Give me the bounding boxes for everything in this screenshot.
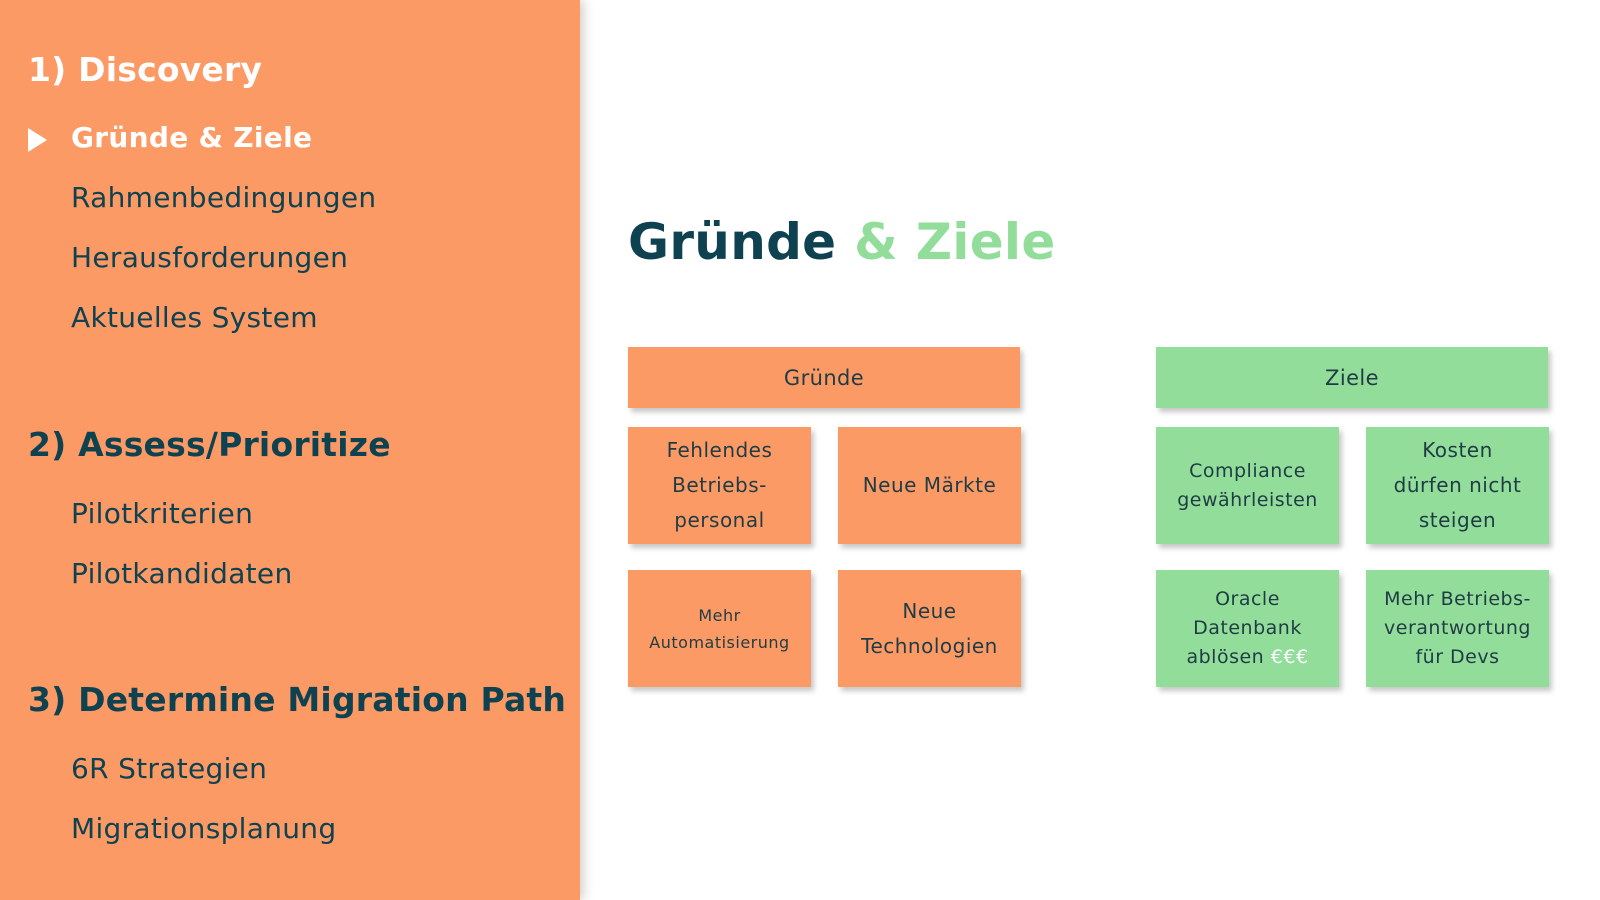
sidebar: 1) Discovery Gründe & Ziele Rahmenbeding… <box>0 0 580 900</box>
nav-item-gruende-ziele[interactable]: Gründe & Ziele <box>71 121 313 154</box>
page-title-part2: & Ziele <box>836 213 1056 271</box>
gruende-header: Gründe <box>628 347 1020 408</box>
nav-item-rahmenbedingungen[interactable]: Rahmenbedingungen <box>71 181 377 214</box>
nav-item-migrationsplanung[interactable]: Migrationsplanung <box>71 812 337 845</box>
gruende-card-neue-maerkte: Neue Märkte <box>838 427 1021 544</box>
ziele-card-oracle-text: Oracle Datenbank ablösen <box>1186 588 1302 668</box>
page-title: Gründe & Ziele <box>628 213 1056 271</box>
ziele-header: Ziele <box>1156 347 1548 408</box>
ziele-card-kosten: Kosten dürfen nicht steigen <box>1366 427 1549 544</box>
ziele-card-betriebsverantwortung: Mehr Betriebs- verantwortung für Devs <box>1366 570 1549 687</box>
gruende-card-neue-technologien: Neue Technologien <box>838 570 1021 687</box>
gruende-card-automatisierung: Mehr Automatisierung <box>628 570 811 687</box>
nav-item-aktuelles-system[interactable]: Aktuelles System <box>71 301 318 334</box>
section-title-discovery[interactable]: 1) Discovery <box>28 50 263 89</box>
nav-item-pilotkandidaten[interactable]: Pilotkandidaten <box>71 557 293 590</box>
section-title-migration-path[interactable]: 3) Determine Migration Path <box>28 680 567 719</box>
nav-item-herausforderungen[interactable]: Herausforderungen <box>71 241 349 274</box>
play-icon <box>28 128 47 152</box>
ziele-card-compliance: Compliance gewährleisten <box>1156 427 1339 544</box>
nav-item-pilotkriterien[interactable]: Pilotkriterien <box>71 497 254 530</box>
euro-badge: €€€ <box>1270 646 1309 668</box>
gruende-card-betriebspersonal: Fehlendes Betriebs- personal <box>628 427 811 544</box>
ziele-card-oracle: Oracle Datenbank ablösen €€€ <box>1156 570 1339 687</box>
page-title-part1: Gründe <box>628 213 837 271</box>
nav-item-6r-strategien[interactable]: 6R Strategien <box>71 752 268 785</box>
section-title-assess[interactable]: 2) Assess/Prioritize <box>28 425 391 464</box>
